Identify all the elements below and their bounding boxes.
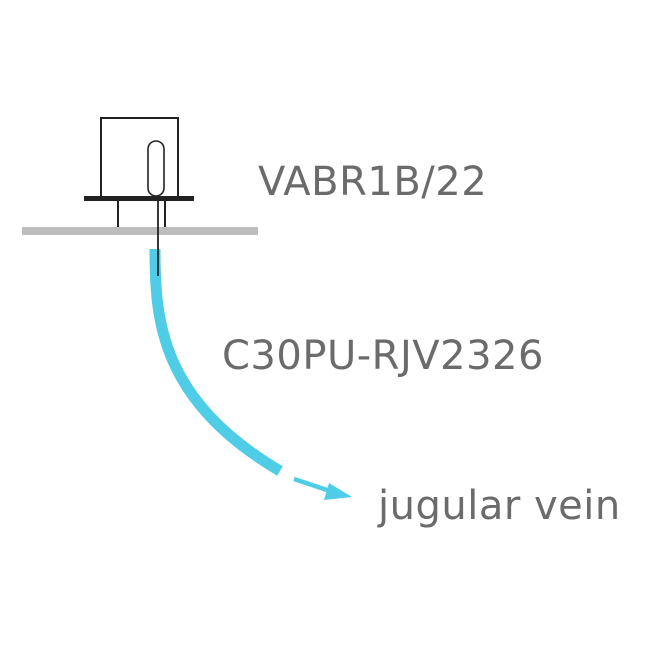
continuation-arrow-head <box>324 483 352 500</box>
port-housing <box>100 117 179 198</box>
skin-surface-line <box>22 227 258 235</box>
catheter-tube <box>149 248 283 476</box>
port-septum <box>147 140 165 197</box>
catheter-model-label: C30PU-RJV2326 <box>222 333 544 379</box>
port-flange <box>84 196 194 201</box>
destination-label: jugular vein <box>378 483 621 529</box>
continuation-arrow-shaft <box>293 476 331 494</box>
port-model-label: VABR1B/22 <box>258 159 488 205</box>
